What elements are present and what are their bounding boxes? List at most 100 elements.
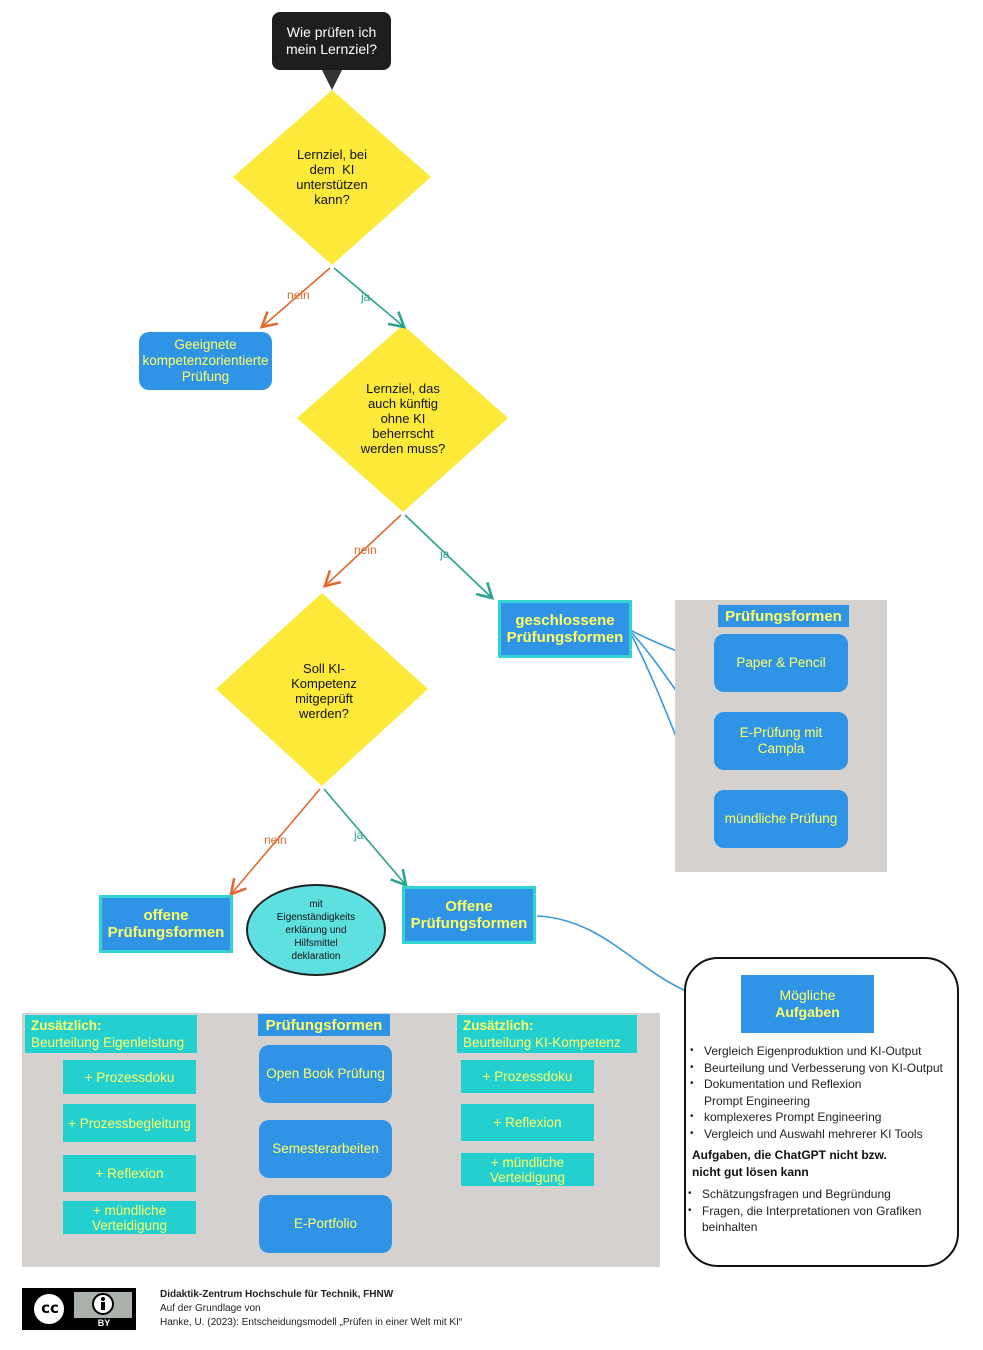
offene-right-line-1: Offene — [445, 898, 493, 915]
geeignete-line-2: kompetenzorientierte — [142, 353, 269, 368]
by-label: BY — [97, 1318, 111, 1328]
label-q3-nein: nein — [264, 833, 287, 847]
e-pruefung-line-2: Campla — [757, 741, 805, 756]
footer-line-1: Didaktik-Zentrum Hochschule für Technik,… — [160, 1289, 394, 1300]
paper-pencil-box: Paper & Pencil — [714, 634, 848, 692]
eigen-prozessbegleitung-box: + Prozessbegleitung — [63, 1104, 196, 1142]
list-item: Fragen, die Interpretationen von Grafike… — [686, 1203, 954, 1236]
cc-by-badge: cc BY — [22, 1288, 136, 1330]
label-q1-ja: ja — [361, 290, 371, 304]
bottom-center-title: Prüfungsformen — [258, 1014, 390, 1036]
eigenstaendigkeit-ellipse: mit Eigenständigkeits erklärung und Hilf… — [246, 884, 386, 976]
geeignete-line-1: Geeignete — [174, 337, 237, 352]
ellipse-line-4: Hilfsmittel — [294, 937, 338, 949]
eigen-muendliche-line-1: + mündliche — [92, 1202, 167, 1218]
semesterarbeiten-label: Semesterarbeiten — [272, 1141, 379, 1156]
e-portfolio-label: E-Portfolio — [293, 1216, 358, 1231]
aufgaben-title-line-1: Mögliche — [779, 987, 836, 1003]
aufgaben-sub-line-1: Aufgaben, die ChatGPT nicht bzw. — [692, 1148, 887, 1162]
aufgabe-5: Vergleich und Auswahl mehrerer KI Tools — [704, 1126, 923, 1141]
list-item: Vergleich und Auswahl mehrerer KI Tools — [688, 1126, 956, 1143]
footer-credits: Didaktik-Zentrum Hochschule für Technik,… — [160, 1288, 680, 1330]
aufgaben-list-1: Vergleich Eigenproduktion und KI-Output … — [688, 1043, 956, 1142]
start-line-1: Wie prüfen ich — [286, 24, 377, 40]
q2-line-1: Lernziel, das — [366, 380, 440, 396]
label-q2-ja: ja — [440, 547, 450, 561]
q1-line-2: dem KI — [309, 162, 355, 177]
cc-by-graphic — [24, 1290, 134, 1328]
footer-line-3: Hanke, U. (2023): Entscheidungsmodell „P… — [160, 1317, 463, 1328]
list-item: Beurteilung und Verbesserung von KI-Outp… — [688, 1060, 956, 1077]
offene-left-line-2: Prüfungsformen — [107, 924, 225, 941]
cc-label: cc — [41, 1299, 59, 1317]
question-1-text: Lernziel, bei dem KI unterstützen kann? — [262, 140, 402, 214]
eigen-prozessbegleitung-label: + Prozessbegleitung — [68, 1115, 191, 1131]
ki-kompetenz-head-text: Beurteilung KI-Kompetenz — [463, 1035, 621, 1050]
eigen-muendliche-line-2: Verteidigung — [91, 1217, 168, 1233]
diamond-q3 — [216, 593, 428, 786]
offene-right-line-2: Prüfungsformen — [410, 915, 528, 932]
e-pruefung-box: E-Prüfung mit Campla — [714, 712, 848, 770]
footer-line-2: Auf der Grundlage von — [160, 1303, 261, 1314]
ellipse-line-1: mit — [309, 898, 323, 910]
aufgabe-1: Vergleich Eigenproduktion und KI-Output — [704, 1044, 922, 1058]
arrow-q1-nein — [259, 267, 331, 329]
aufgabe-7: Fragen, die Interpretationen von Grafike… — [702, 1203, 922, 1218]
e-portfolio-box: E-Portfolio — [259, 1195, 392, 1253]
aufgaben-subheading: Aufgaben, die ChatGPT nicht bzw. nicht g… — [692, 1147, 954, 1181]
muendliche-pruefung-label: mündliche Prüfung — [724, 811, 838, 826]
list-item: Schätzungsfragen und Begründung — [686, 1186, 954, 1203]
q3-line-1: Soll KI- — [303, 661, 345, 676]
zusaetzlich-eigenleistung-header: Zusätzlich: Beurteilung Eigenleistung — [25, 1015, 197, 1053]
eigen-muendliche-verteidigung-box: + mündliche Verteidigung — [63, 1201, 196, 1234]
aufgaben-list-2: Schätzungsfragen und Begründung Fragen, … — [686, 1186, 954, 1236]
question-3-text: Soll KI- Kompetenz mitgeprüft werden? — [254, 658, 394, 724]
ellipse-line-5: deklaration — [291, 950, 341, 962]
arrow-q1-ja — [333, 267, 407, 329]
aufgabe-3: Dokumentation und Reflexion — [704, 1077, 862, 1091]
list-item: Vergleich Eigenproduktion und KI-Output — [688, 1043, 956, 1060]
moegliche-aufgaben-title-box: Mögliche Aufgaben — [741, 975, 874, 1033]
label-q1-nein: nein — [287, 288, 310, 302]
offene-pruefungsformen-left-box: offene Prüfungsformen — [99, 895, 233, 953]
q1-line-4: kann? — [314, 192, 350, 207]
ki-muendliche-line-1: + mündliche — [490, 1154, 565, 1170]
muendliche-pruefung-box: mündliche Prüfung — [714, 790, 848, 848]
q1-line-3: unterstützen — [296, 177, 368, 192]
geeignete-line-3: Prüfung — [181, 369, 230, 384]
aufgaben-title-line-2: Aufgaben — [775, 1004, 840, 1020]
aufgabe-7-line-2: beinhalten — [702, 1220, 758, 1234]
arrow-q2-ja — [404, 514, 495, 600]
open-book-box: Open Book Prüfung — [259, 1045, 392, 1103]
label-q2-nein: nein — [354, 543, 377, 557]
semesterarbeiten-box: Semesterarbeiten — [259, 1120, 392, 1178]
aufgabe-6: Schätzungsfragen und Begründung — [702, 1187, 891, 1201]
q1-line-1: Lernziel, bei — [296, 147, 368, 162]
aufgabe-2: Beurteilung und Verbesserung von KI-Outp… — [704, 1060, 943, 1075]
eigen-reflexion-box: + Reflexion — [63, 1155, 196, 1192]
question-2-text: Lernziel, das auch künftig ohne KI beher… — [333, 378, 473, 458]
aufgaben-sub-line-2: nicht gut lösen kann — [692, 1165, 809, 1179]
q3-line-4: werden? — [299, 706, 349, 721]
ki-muendliche-line-2: Verteidigung — [489, 1169, 566, 1185]
paper-pencil-label: Paper & Pencil — [736, 655, 826, 670]
open-book-label: Open Book Prüfung — [266, 1066, 385, 1081]
eigenleistung-head-bold: Zusätzlich: — [31, 1018, 102, 1033]
eigenleistung-head-text: Beurteilung Eigenleistung — [31, 1035, 185, 1050]
geschlossene-line-2: Prüfungsformen — [506, 629, 624, 646]
q2-line-4: beherrscht — [372, 425, 434, 441]
offene-left-line-1: offene — [143, 907, 189, 924]
q3-line-2: Kompetenz — [291, 676, 357, 691]
arrow-q3-ja — [323, 788, 408, 888]
ki-reflexion-box: + Reflexion — [461, 1104, 594, 1141]
ki-kompetenz-head-bold: Zusätzlich: — [463, 1018, 534, 1033]
aufgabe-4: komplexeres Prompt Engineering — [704, 1110, 882, 1124]
diamond-q2 — [297, 325, 508, 512]
eigen-prozessdoku-box: + Prozessdoku — [63, 1060, 196, 1094]
diamond-q1 — [233, 90, 431, 265]
q3-line-3: mitgeprüft — [295, 691, 353, 706]
right-panel-title: Prüfungsformen — [718, 605, 849, 627]
q2-line-5: werden muss? — [360, 440, 446, 456]
ellipse-line-2: Eigenständigkeits — [276, 911, 356, 923]
